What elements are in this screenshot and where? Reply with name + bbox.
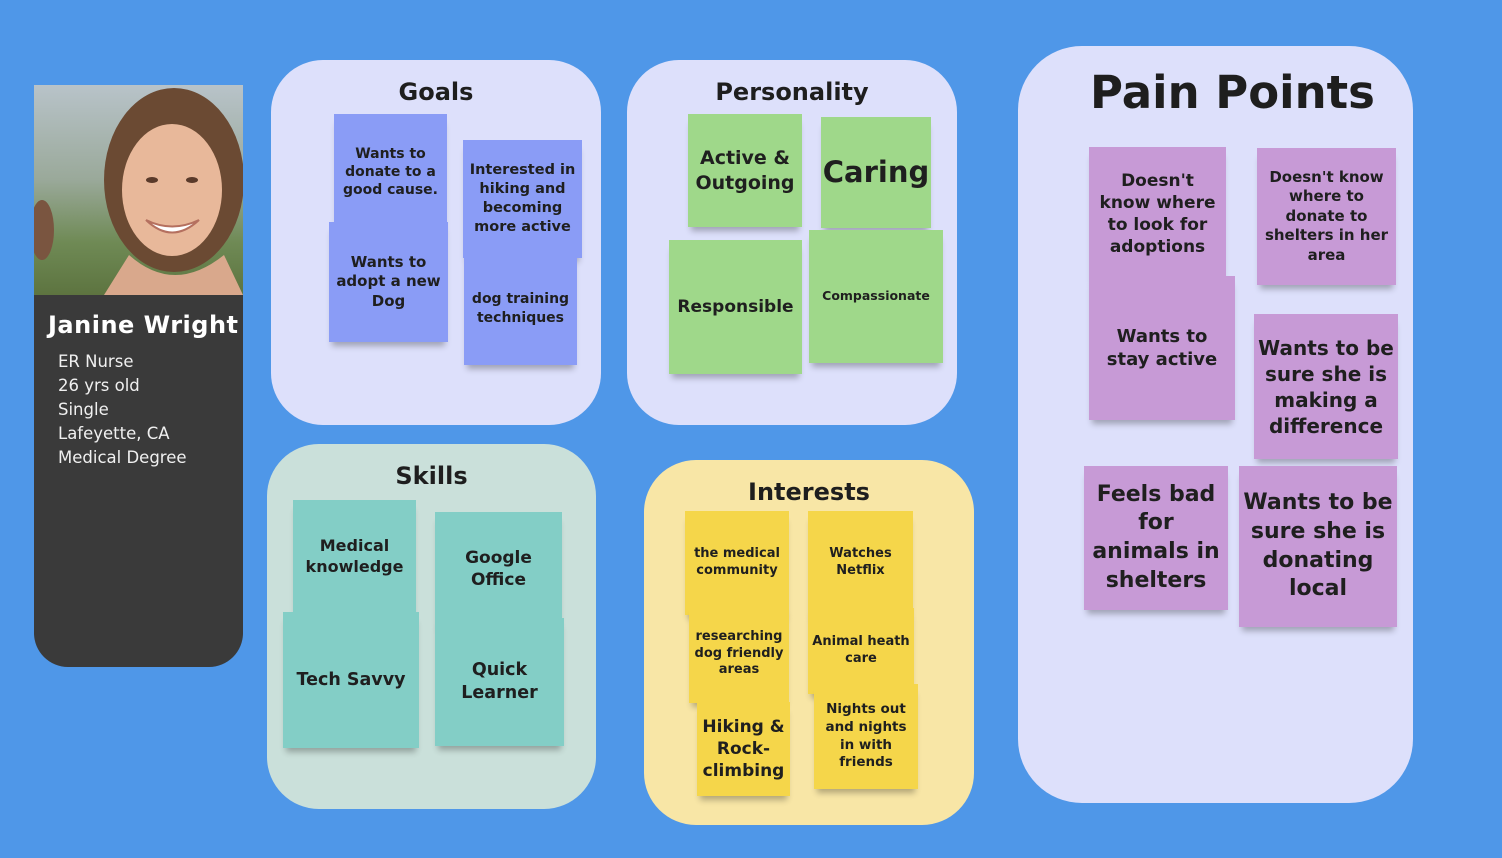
sticky-note[interactable]: Wants to be sure she is making a differe… (1254, 314, 1398, 459)
persona-status: Single (58, 400, 109, 419)
sticky-note[interactable]: Wants to stay active (1089, 276, 1235, 420)
sticky-note[interactable]: researching dog friendly areas (689, 605, 789, 703)
sticky-note[interactable]: Watches Netflix (808, 511, 913, 615)
persona-age: 26 yrs old (58, 376, 140, 395)
pain-points-title: Pain Points (1090, 66, 1375, 119)
sticky-note[interactable]: Nights out and nights in with friends (814, 684, 918, 789)
sticky-note[interactable]: Doesn't know where to look for adoptions (1089, 147, 1226, 281)
sticky-note[interactable]: Active & Outgoing (688, 114, 802, 227)
interests-title: Interests (748, 478, 870, 506)
skills-title: Skills (395, 462, 468, 490)
persona-occupation: ER Nurse (58, 352, 134, 371)
sticky-note[interactable]: Caring (821, 117, 931, 228)
persona-card: Janine Wright ER Nurse 26 yrs old Single… (34, 85, 243, 667)
skills-panel: Skills Medical knowledge Google Office T… (267, 444, 596, 809)
sticky-note[interactable]: Quick Learner (435, 618, 564, 746)
persona-details: ER Nurse 26 yrs old Single Lafeyette, CA… (58, 350, 187, 470)
sticky-note[interactable]: Wants to adopt a new Dog (329, 222, 448, 342)
personality-panel: Personality Active & Outgoing Caring Res… (627, 60, 957, 425)
sticky-note[interactable]: Tech Savvy (283, 612, 419, 748)
sticky-note[interactable]: Responsible (669, 240, 802, 374)
sticky-note[interactable]: Medical knowledge (293, 500, 416, 614)
personality-title: Personality (715, 78, 869, 106)
sticky-note[interactable]: Feels bad for animals in shelters (1084, 466, 1228, 610)
persona-name: Janine Wright (48, 311, 239, 339)
sticky-note[interactable]: Google Office (435, 512, 562, 626)
sticky-note[interactable]: the medical community (685, 511, 789, 615)
sticky-note[interactable]: Wants to donate to a good cause. (334, 114, 447, 230)
goals-panel: Goals Wants to donate to a good cause. I… (271, 60, 601, 425)
sticky-note[interactable]: Doesn't know where to donate to shelters… (1257, 148, 1396, 285)
pain-points-panel: Pain Points Doesn't know where to look f… (1018, 46, 1413, 803)
sticky-note[interactable]: Compassionate (809, 230, 943, 363)
persona-location: Lafeyette, CA (58, 424, 170, 443)
sticky-note[interactable]: Interested in hiking and becoming more a… (463, 140, 582, 258)
goals-title: Goals (398, 78, 474, 106)
persona-photo (34, 85, 243, 295)
sticky-note[interactable]: Wants to be sure she is donating local (1239, 466, 1397, 627)
sticky-note[interactable]: Hiking & Rock-climbing (697, 702, 790, 796)
sticky-note[interactable]: dog training techniques (464, 252, 577, 365)
persona-education: Medical Degree (58, 448, 187, 467)
interests-panel: Interests the medical community Watches … (644, 460, 974, 825)
sticky-note[interactable]: Animal heath care (808, 608, 914, 694)
